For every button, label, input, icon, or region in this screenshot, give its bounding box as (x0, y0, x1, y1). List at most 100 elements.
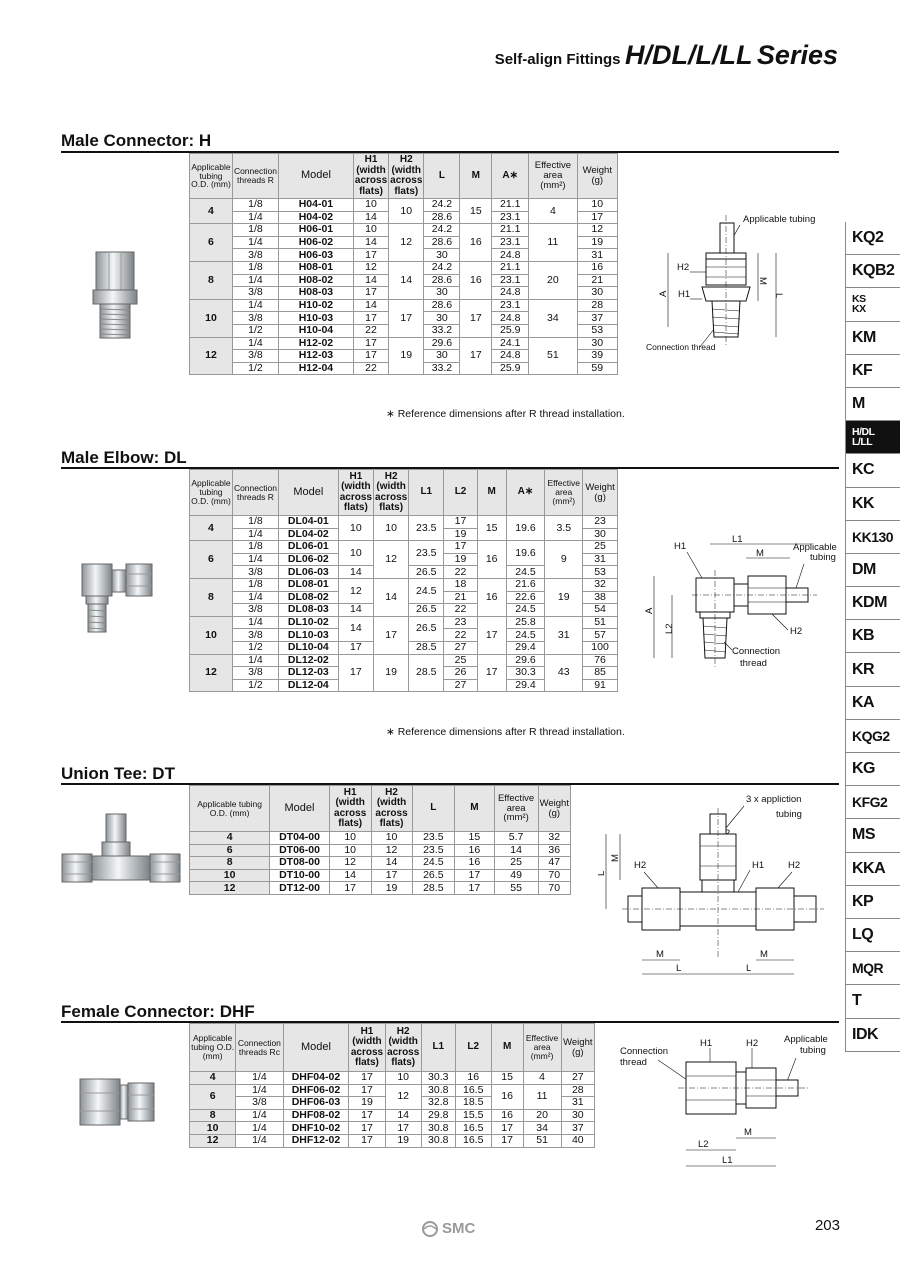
cell-rc: 1/4 (235, 1133, 284, 1148)
cell-h2: 12 (370, 843, 413, 858)
cell-rc: 1/4 (235, 1083, 284, 1098)
tab-kdm[interactable]: KDM (845, 587, 900, 621)
cell-a: 24.5 (505, 565, 546, 579)
tab-kka[interactable]: KKA (845, 852, 900, 886)
cell-h1: 14 (337, 603, 375, 617)
tab-kfg2[interactable]: KFG2 (845, 786, 900, 820)
label-l1: L1 (732, 534, 743, 545)
title-series-word: Series (756, 40, 838, 70)
cell-od: 12 (188, 881, 271, 895)
cell-l2: 15.5 (454, 1108, 492, 1123)
cell-model: DHF12-02 (282, 1133, 350, 1148)
cell-w: 76 (582, 653, 618, 668)
cell-model: DT08-00 (269, 856, 330, 870)
col-area: Effective area (mm²) (493, 785, 539, 832)
cell-od: 12 (188, 1133, 237, 1148)
tab-kk[interactable]: KK (845, 487, 900, 521)
cell-l: 24.2 (423, 198, 461, 212)
cell-l2: 21 (443, 590, 478, 605)
cell-l2: 25 (443, 653, 478, 668)
cell-m: 16 (454, 843, 495, 858)
cell-l2: 23 (443, 615, 478, 630)
smc-logo-icon (422, 1220, 438, 1237)
cell-r: 1/8 (231, 540, 279, 554)
label-connection-thread: Connection thread (646, 342, 716, 352)
col-thread: Connection threads Rc (235, 1023, 284, 1072)
cell-l2: 16.5 (454, 1121, 492, 1135)
tab-m[interactable]: M (845, 387, 900, 422)
tab-kq2[interactable]: KQ2 (845, 222, 900, 256)
label-l2: L2 (664, 623, 675, 634)
cell-h2: 17 (384, 1121, 422, 1135)
tab-kb[interactable]: KB (845, 620, 900, 654)
cell-area: 4 (528, 197, 578, 225)
cell-m: 16 (459, 260, 493, 300)
section-rule-dhf (61, 1021, 839, 1023)
cell-h1: 14 (337, 615, 375, 642)
cell-l: 24.5 (411, 856, 456, 870)
col-h1: H1 (width across flats) (348, 1023, 386, 1072)
cell-area: 20 (522, 1108, 562, 1123)
cell-l1: 30.8 (420, 1133, 456, 1148)
cell-w: 21 (576, 273, 619, 288)
col-a: A∗ (505, 469, 546, 516)
tab-mqr[interactable]: MQR (845, 952, 900, 986)
tab-dm[interactable]: DM (845, 553, 900, 588)
cell-l1: 30.8 (420, 1121, 456, 1135)
cell-h1: 17 (352, 248, 390, 262)
cell-h2: 19 (384, 1133, 422, 1148)
tab-lq[interactable]: LQ (845, 918, 900, 953)
cell-model: H08-03 (277, 286, 354, 300)
tab-kk130[interactable]: KK130 (845, 520, 900, 554)
cell-w: 39 (576, 349, 619, 363)
cell-rc: 1/4 (235, 1121, 284, 1135)
cell-r: 1/2 (231, 323, 279, 338)
cell-h1: 10 (337, 540, 375, 567)
col-l: L (423, 153, 461, 199)
tab-ms[interactable]: MS (845, 819, 900, 853)
cell-model: DL10-03 (277, 628, 339, 642)
cell-l2: 16 (454, 1071, 492, 1085)
tab-kp[interactable]: KP (845, 885, 900, 919)
col-h2: H2 (width across flats) (370, 785, 413, 832)
tab-kg[interactable]: KG (845, 753, 900, 787)
cell-h2: 19 (372, 653, 410, 693)
section-rule-dt (61, 783, 839, 785)
section-rule-dl (61, 467, 839, 469)
cell-model: H12-04 (277, 361, 354, 376)
cell-l: 28.6 (423, 235, 461, 250)
label-applic-2: tubing (776, 809, 802, 820)
female-connector-photo (79, 1078, 155, 1126)
label-h1: H1 (678, 289, 690, 300)
tab-kr[interactable]: KR (845, 653, 900, 687)
cell-w: 85 (582, 666, 618, 680)
tab-km[interactable]: KM (845, 321, 900, 355)
tab-t[interactable]: T (845, 985, 900, 1019)
reference-note-dl: ∗ Reference dimensions after R thread in… (386, 726, 625, 738)
tab-ka[interactable]: KA (845, 686, 900, 720)
cell-model: DT12-00 (269, 881, 330, 895)
tab-idk[interactable]: IDK (845, 1018, 900, 1052)
cell-m: 16 (490, 1083, 524, 1110)
male-connector-photo (92, 251, 138, 339)
tab-kc[interactable]: KC (845, 454, 900, 488)
cell-od: 10 (188, 868, 271, 883)
cell-h1: 22 (352, 323, 390, 338)
tab-kqg2[interactable]: KQG2 (845, 719, 900, 753)
cell-od: 6 (189, 540, 233, 579)
tab-kqb2[interactable]: KQB2 (845, 255, 900, 289)
cell-od: 8 (188, 856, 271, 870)
cell-h1: 14 (352, 210, 390, 225)
label-m: M (756, 548, 764, 559)
cell-od: 4 (188, 831, 271, 845)
cell-l1: 26.5 (408, 565, 445, 579)
tab-kf[interactable]: KF (845, 354, 900, 388)
cell-h2: 17 (370, 868, 413, 883)
section-rule-h (61, 151, 839, 153)
